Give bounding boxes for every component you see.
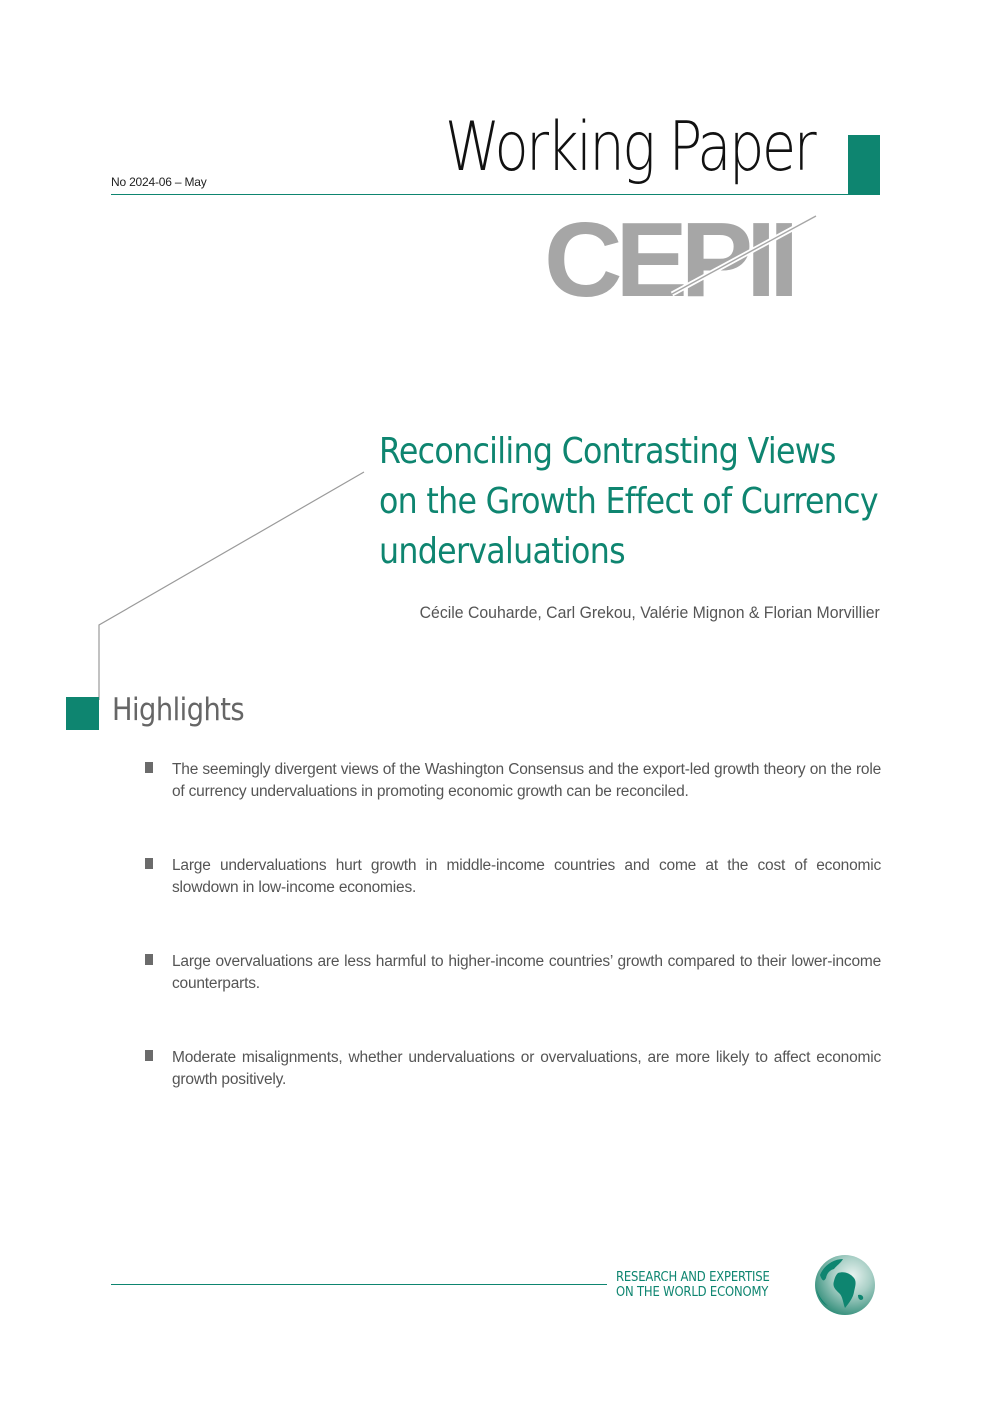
cepii-logo: CEPII	[544, 212, 818, 304]
paper-title-line: undervaluations	[379, 531, 626, 572]
paper-title: Reconciling Contrasting Views on the Gro…	[379, 427, 879, 577]
cepii-logo-text: CEPII	[544, 212, 793, 304]
footer-tagline-line: RESEARCH AND EXPERTISE	[616, 1269, 770, 1285]
document-type-title: Working Paper	[444, 108, 817, 187]
highlight-item: The seemingly divergent views of the Was…	[145, 759, 885, 803]
highlight-item: Large overvaluations are less harmful to…	[145, 951, 885, 995]
header-rule	[111, 194, 880, 195]
footer-tagline-line: ON THE WORLD ECONOMY	[616, 1284, 769, 1300]
paper-title-line: on the Growth Effect of Currency	[379, 481, 879, 522]
highlights-accent-block	[66, 697, 99, 730]
footer-rule	[111, 1284, 607, 1285]
footer-tagline: RESEARCH AND EXPERTISE ON THE WORLD ECON…	[616, 1270, 770, 1300]
highlight-text: Moderate misalignments, whether underval…	[172, 1049, 881, 1088]
authors: Cécile Couharde, Carl Grekou, Valérie Mi…	[419, 603, 880, 622]
highlight-item: Moderate misalignments, whether underval…	[145, 1047, 885, 1091]
highlight-item: Large undervaluations hurt growth in mid…	[145, 855, 885, 899]
highlights-heading: Highlights	[112, 692, 245, 728]
highlight-text: Large undervaluations hurt growth in mid…	[172, 857, 881, 896]
highlight-text: Large overvaluations are less harmful to…	[172, 953, 881, 992]
bullet-icon	[145, 762, 153, 773]
globe-icon	[815, 1255, 875, 1315]
header-accent-block	[848, 135, 880, 195]
bullet-icon	[145, 1050, 153, 1061]
issue-number: No 2024-06 – May	[111, 175, 207, 189]
bullet-icon	[145, 858, 153, 869]
highlight-text: The seemingly divergent views of the Was…	[172, 761, 881, 800]
paper-title-line: Reconciling Contrasting Views	[379, 431, 836, 472]
bullet-icon	[145, 954, 153, 965]
